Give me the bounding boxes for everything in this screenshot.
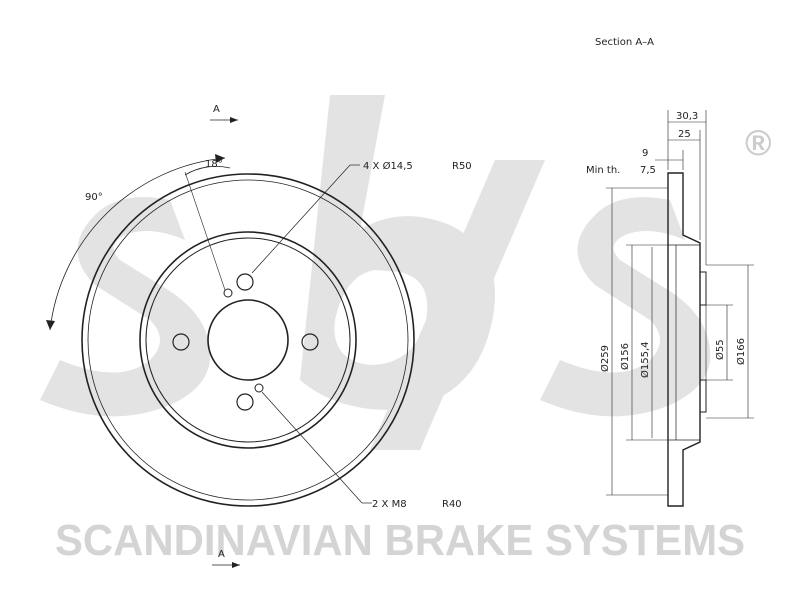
bolt-hole-left: [172, 333, 190, 351]
bolt-hole-bottom: [236, 393, 254, 411]
min-thickness-value: 7,5: [640, 165, 656, 176]
bolt-holes-label: 4 X Ø14,5: [363, 160, 413, 172]
threaded-hole-1: [223, 288, 233, 298]
threaded-hole-2: [254, 383, 264, 393]
bolt-hole-right: [301, 333, 319, 351]
section-arrow-top-label: A: [213, 104, 220, 115]
section-title: Section A–A: [595, 37, 654, 48]
hat-outer: [145, 237, 351, 443]
hub-height-label: 25: [678, 129, 691, 140]
threaded-circle-label: R40: [442, 499, 462, 510]
inner-diameter-2-label: Ø155,4: [639, 342, 651, 379]
angle-18-label: 18°: [205, 159, 223, 170]
disc-profile: [667, 172, 701, 507]
bolt-hole-top: [236, 273, 254, 291]
hub-diameter-label: Ø166: [735, 338, 747, 365]
company-name-watermark: SCANDINAVIAN BRAKE SYSTEMS: [55, 516, 745, 565]
disc-outer-edge: [81, 173, 415, 507]
section-view: Section A–A 30,3 25 9 Min th. 7,5 Ø259 Ø…: [586, 37, 754, 507]
inner-diameter-1-label: Ø156: [619, 343, 631, 370]
threaded-holes-label: 2 X M8: [372, 499, 407, 510]
outer-diameter-label: Ø259: [599, 345, 611, 372]
center-bore: [207, 299, 289, 381]
min-thickness-label: Min th.: [586, 165, 620, 176]
braking-surface-inner: [139, 231, 357, 449]
registered-mark: ®: [745, 122, 772, 163]
front-view: 90° 18° 4 X Ø14,5 R50 2 X M8 R40 A A: [46, 104, 472, 568]
bolt-circle-label: R50: [452, 161, 472, 172]
thickness-label: 9: [642, 148, 648, 159]
angle-90-label: 90°: [85, 192, 103, 203]
disc-outer-edge-inner: [87, 179, 409, 501]
sbs-logo-watermark: [40, 95, 711, 450]
section-arrow-bottom-label: A: [218, 549, 225, 560]
total-height-label: 30,3: [676, 111, 698, 122]
center-bore-label: Ø55: [714, 339, 726, 360]
